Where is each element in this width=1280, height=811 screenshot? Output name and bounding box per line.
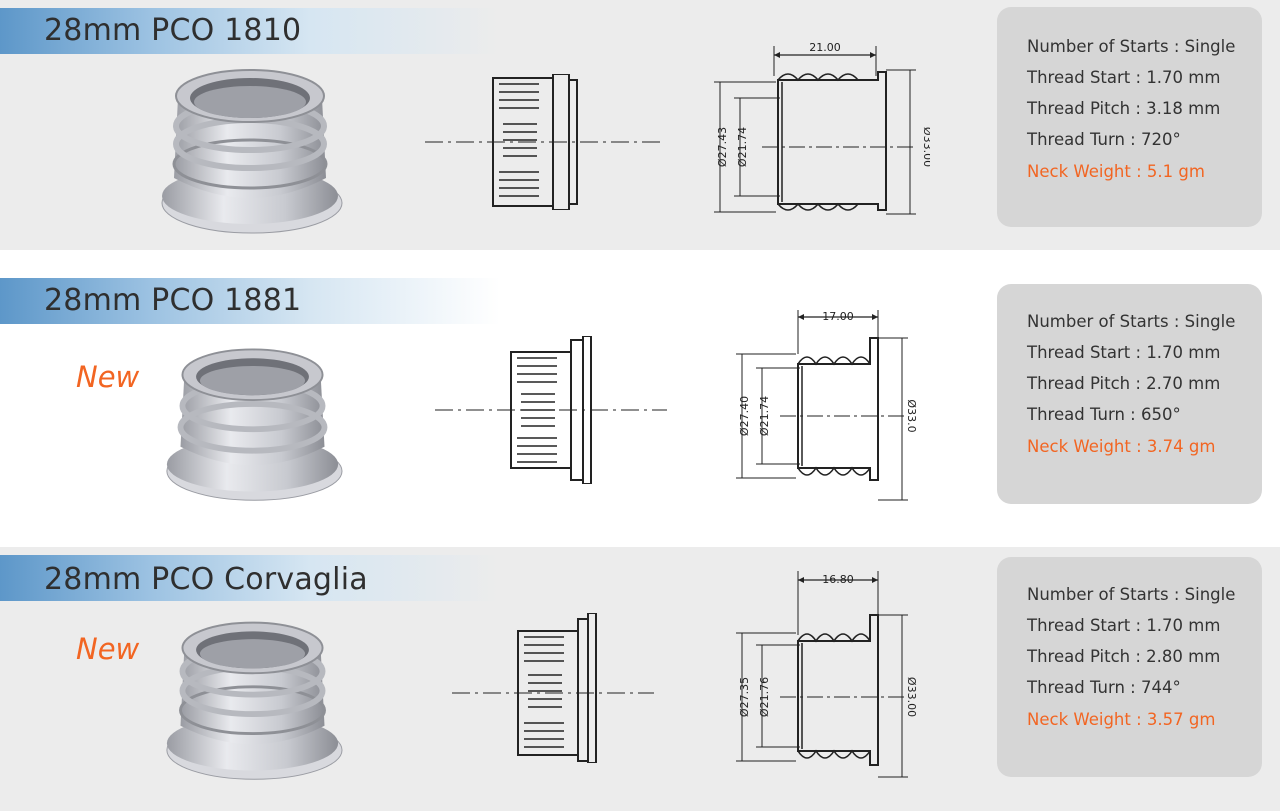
title-bar xyxy=(0,555,500,601)
neck-row-pco-1881: 28mm PCO 1881 New xyxy=(0,272,1280,526)
neck-title: 28mm PCO 1810 xyxy=(44,13,302,48)
neck-side-view-icon xyxy=(452,613,654,763)
spec-neck-weight: Neck Weight : 5.1 gm xyxy=(1027,162,1205,181)
height-dimension: 21.00 xyxy=(809,42,841,54)
new-badge: New xyxy=(76,632,140,666)
neck-title: 28mm PCO 1881 xyxy=(44,283,302,318)
neck-cross-section-icon: 21.00 Ø27.43 Ø21.74 Ø33.00 xyxy=(714,42,930,215)
spec-thread-start: Thread Start : 1.70 mm xyxy=(1027,68,1221,87)
spec-thread-pitch: Thread Pitch : 2.70 mm xyxy=(1027,374,1221,393)
spec-number-of-starts: Number of Starts : Single xyxy=(1027,585,1236,604)
inner-diameter-dimension: Ø21.74 xyxy=(736,127,749,167)
spec-panel: Number of Starts : Single Thread Start :… xyxy=(997,7,1262,227)
new-badge: New xyxy=(76,360,140,394)
spec-number-of-starts: Number of Starts : Single xyxy=(1027,37,1236,56)
spec-thread-pitch: Thread Pitch : 2.80 mm xyxy=(1027,647,1221,666)
height-dimension: 17.00 xyxy=(822,310,854,323)
spec-thread-turn: Thread Turn : 720° xyxy=(1027,130,1181,149)
neck-cross-section-icon: 17.00 Ø27.40 Ø21.74 Ø33.0 xyxy=(736,310,918,501)
outer-diameter-dimension: Ø27.40 xyxy=(738,396,751,436)
spec-thread-start: Thread Start : 1.70 mm xyxy=(1027,343,1221,362)
spec-thread-turn: Thread Turn : 650° xyxy=(1027,405,1181,424)
outer-diameter-dimension: Ø27.43 xyxy=(716,127,729,167)
spec-panel: Number of Starts : Single Thread Start :… xyxy=(997,284,1262,504)
inner-diameter-dimension: Ø21.74 xyxy=(758,396,771,436)
height-dimension: 16.80 xyxy=(822,573,854,586)
spec-number-of-starts: Number of Starts : Single xyxy=(1027,312,1236,331)
neck-row-pco-corvaglia: 28mm PCO Corvaglia New xyxy=(0,547,1280,811)
bottle-neck-render-icon xyxy=(166,348,343,501)
neck-side-view-icon xyxy=(435,336,667,484)
flange-diameter-dimension: Ø33.00 xyxy=(905,677,918,717)
flange-diameter-dimension: Ø33.00 xyxy=(921,127,930,167)
neck-side-view-icon xyxy=(425,74,665,210)
flange-diameter-dimension: Ø33.0 xyxy=(905,399,918,432)
title-bar xyxy=(0,278,500,324)
inner-diameter-dimension: Ø21.76 xyxy=(758,677,771,717)
neck-cross-section-icon: 16.80 Ø27.35 Ø21.76 Ø33.00 xyxy=(736,571,918,778)
neck-row-pco-1810: 28mm PCO 1810 xyxy=(0,0,1280,250)
outer-diameter-dimension: Ø27.35 xyxy=(738,677,751,717)
title-bar xyxy=(0,8,500,54)
neck-title: 28mm PCO Corvaglia xyxy=(44,562,368,597)
spec-neck-weight: Neck Weight : 3.57 gm xyxy=(1027,710,1216,729)
bottle-neck-render-icon xyxy=(166,621,343,780)
spec-panel: Number of Starts : Single Thread Start :… xyxy=(997,557,1262,777)
bottle-neck-render-icon xyxy=(161,69,343,234)
spec-neck-weight: Neck Weight : 3.74 gm xyxy=(1027,437,1216,456)
spec-thread-turn: Thread Turn : 744° xyxy=(1027,678,1181,697)
spec-thread-start: Thread Start : 1.70 mm xyxy=(1027,616,1221,635)
spec-thread-pitch: Thread Pitch : 3.18 mm xyxy=(1027,99,1221,118)
